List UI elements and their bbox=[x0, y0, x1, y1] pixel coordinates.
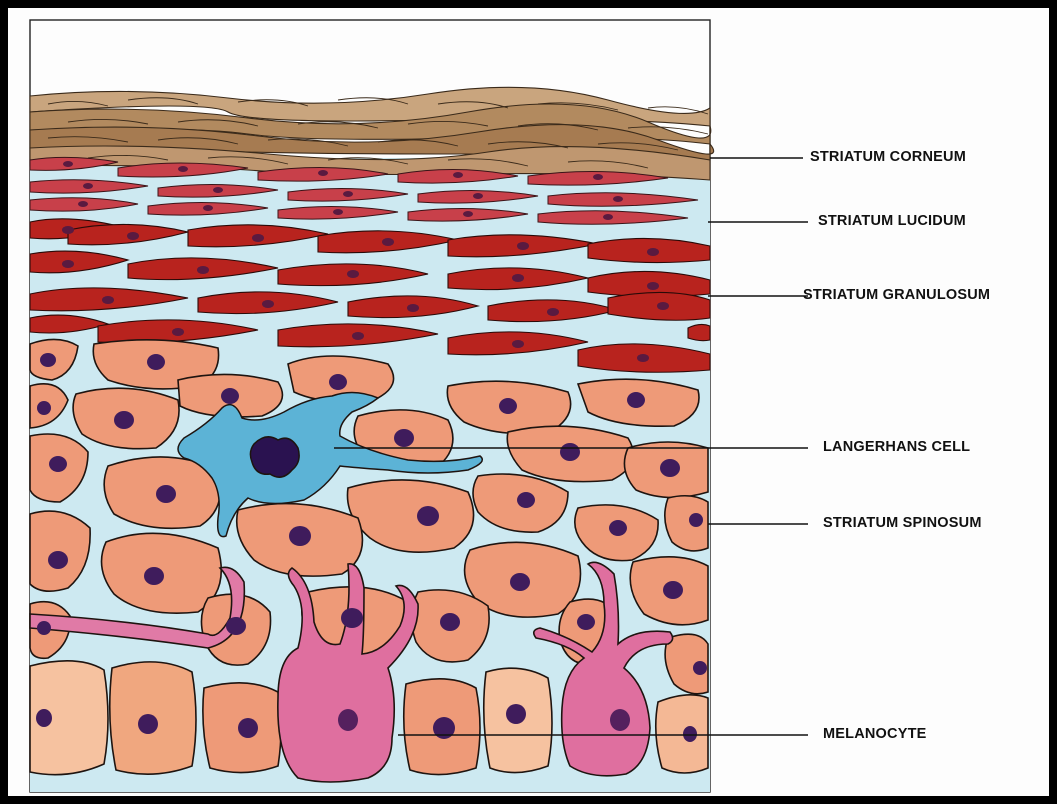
label-stratum-spinosum: STRIATUM SPINOSUM bbox=[823, 515, 982, 531]
label-langerhans-cell: LANGERHANS CELL bbox=[823, 439, 970, 455]
epidermis-illustration bbox=[8, 8, 1049, 796]
label-stratum-granulosum: STRIATUM GRANULOSUM bbox=[803, 287, 990, 303]
figure-frame: STRIATUM CORNEUM STRIATUM LUCIDUM STRIAT… bbox=[8, 8, 1049, 796]
label-melanocyte: MELANOCYTE bbox=[823, 726, 927, 742]
label-stratum-lucidum: STRIATUM LUCIDUM bbox=[818, 213, 966, 229]
label-stratum-corneum: STRIATUM CORNEUM bbox=[810, 149, 966, 165]
